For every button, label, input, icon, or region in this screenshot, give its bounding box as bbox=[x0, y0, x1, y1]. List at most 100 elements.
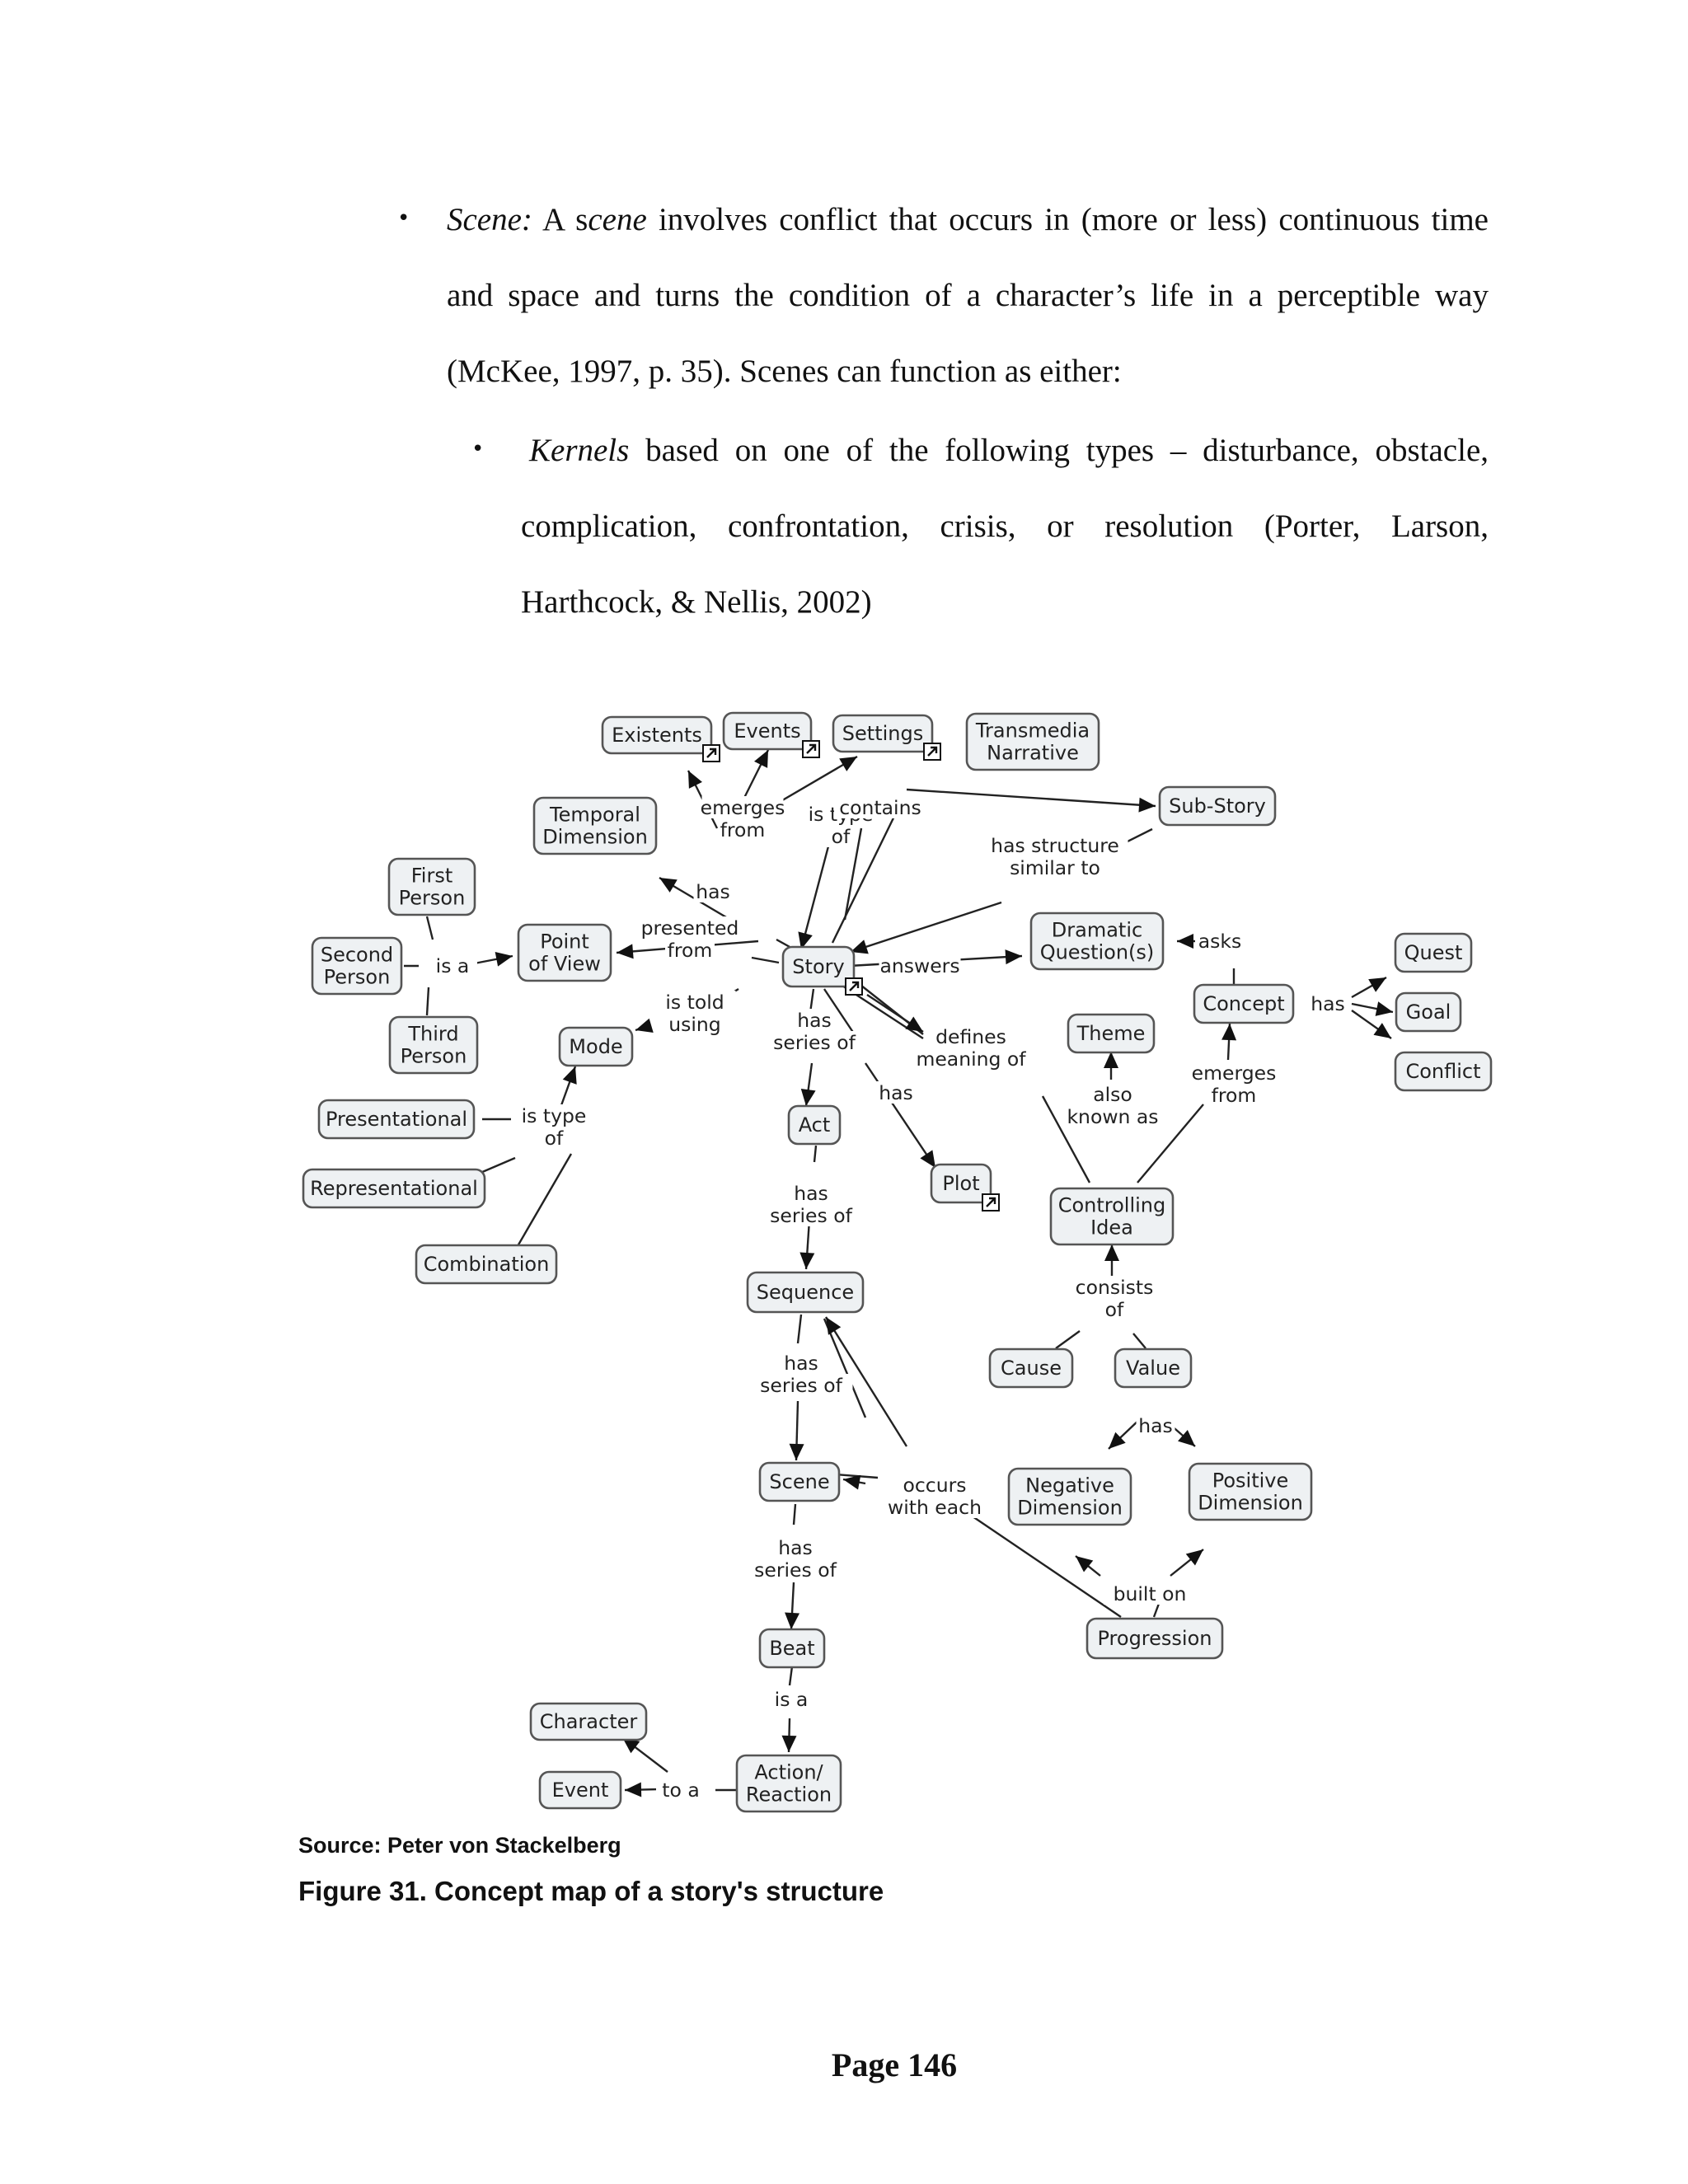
svg-text:Concept: Concept bbox=[1203, 992, 1284, 1015]
link-label-has-value: has bbox=[1136, 1414, 1175, 1437]
arrowhead bbox=[1109, 1432, 1126, 1449]
svg-text:Dimension: Dimension bbox=[1017, 1497, 1123, 1520]
svg-text:series of: series of bbox=[773, 1031, 856, 1054]
connector-line bbox=[972, 1516, 1122, 1618]
svg-text:Temporal: Temporal bbox=[549, 804, 640, 827]
svg-text:Dimension: Dimension bbox=[1198, 1492, 1303, 1515]
svg-text:Cause: Cause bbox=[1001, 1357, 1062, 1380]
svg-text:is type: is type bbox=[522, 1104, 587, 1127]
kernels-line-1: Kernels based on one of the following ty… bbox=[529, 432, 1489, 469]
concept-node-goal: Goal bbox=[1395, 991, 1462, 1033]
arrowhead bbox=[659, 878, 678, 893]
arrowhead bbox=[1375, 1001, 1393, 1016]
svg-text:Scene: Scene bbox=[769, 1470, 829, 1493]
linked-resource-icon bbox=[923, 743, 941, 761]
concept-node-substory: Sub-Story bbox=[1158, 785, 1277, 827]
svg-text:is a: is a bbox=[775, 1688, 809, 1711]
svg-text:Third: Third bbox=[407, 1023, 458, 1046]
scene-term: Scene: bbox=[447, 202, 532, 237]
arrowhead bbox=[1221, 1024, 1237, 1041]
connector-line bbox=[865, 1062, 936, 1169]
link-label-has-concept: has bbox=[1308, 992, 1348, 1015]
arrowhead bbox=[1104, 1052, 1118, 1068]
arrowhead bbox=[799, 1252, 815, 1269]
concept-node-value: Value bbox=[1114, 1347, 1193, 1389]
link-label-to-a: to a bbox=[656, 1779, 706, 1802]
connector-line bbox=[813, 1145, 818, 1163]
svg-text:Question(s): Question(s) bbox=[1040, 941, 1155, 964]
connector-line bbox=[906, 788, 1156, 808]
concept-node-progression: Progression bbox=[1085, 1617, 1224, 1660]
svg-text:has: has bbox=[1138, 1414, 1173, 1437]
svg-text:using: using bbox=[668, 1013, 720, 1036]
svg-text:similar to: similar to bbox=[1010, 856, 1100, 879]
svg-text:Character: Character bbox=[540, 1710, 638, 1733]
kernels-line-2: complication, confrontation, crisis, or … bbox=[521, 509, 1489, 544]
svg-text:Beat: Beat bbox=[769, 1637, 814, 1660]
svg-text:of: of bbox=[832, 825, 851, 848]
svg-text:has: has bbox=[879, 1081, 913, 1104]
svg-text:also: also bbox=[1093, 1083, 1132, 1106]
svg-text:has: has bbox=[784, 1352, 818, 1375]
arrowhead bbox=[1373, 1023, 1391, 1038]
svg-text:with each: with each bbox=[888, 1496, 982, 1519]
connector-line bbox=[788, 1666, 794, 1686]
svg-text:Representational: Representational bbox=[310, 1177, 478, 1200]
concept-node-scene: Scene bbox=[758, 1461, 841, 1502]
arrowhead bbox=[625, 1782, 642, 1797]
link-label-answers: answers bbox=[879, 954, 961, 977]
link-label-is-a-pov: is a bbox=[428, 954, 477, 977]
svg-text:consists: consists bbox=[1076, 1276, 1154, 1299]
svg-text:Positive: Positive bbox=[1212, 1469, 1289, 1493]
arrowhead bbox=[688, 771, 702, 789]
svg-text:Action/: Action/ bbox=[754, 1761, 823, 1784]
connector-line bbox=[751, 956, 780, 964]
svg-text:Progression: Progression bbox=[1098, 1627, 1212, 1650]
arrowhead bbox=[843, 1474, 861, 1490]
connector-line bbox=[425, 916, 434, 940]
connector-line bbox=[1132, 1333, 1146, 1349]
concept-node-story: Story bbox=[781, 945, 856, 988]
connector-line bbox=[1137, 1104, 1204, 1183]
scene-line-1-emphasis: cene bbox=[588, 202, 647, 237]
svg-text:defines: defines bbox=[935, 1025, 1006, 1048]
svg-text:from: from bbox=[1212, 1084, 1257, 1107]
connector-line bbox=[799, 830, 834, 950]
connector-line bbox=[1055, 1330, 1081, 1349]
concept-node-presentational: Presentational bbox=[317, 1099, 476, 1140]
svg-text:Act: Act bbox=[799, 1113, 831, 1137]
svg-text:Person: Person bbox=[401, 1045, 467, 1068]
arrowhead bbox=[798, 931, 813, 949]
concept-node-theme: Theme bbox=[1067, 1013, 1156, 1054]
svg-text:of: of bbox=[545, 1127, 564, 1150]
concept-node-representational: Representational bbox=[302, 1168, 486, 1209]
svg-text:built on: built on bbox=[1114, 1582, 1187, 1605]
svg-text:has: has bbox=[1311, 992, 1345, 1015]
svg-text:Event: Event bbox=[552, 1779, 609, 1802]
connector-line bbox=[516, 1153, 573, 1247]
concept-node-events: Events bbox=[722, 711, 813, 751]
arrowhead bbox=[635, 1018, 654, 1033]
arrowhead bbox=[754, 750, 768, 768]
svg-text:Sub-Story: Sub-Story bbox=[1169, 794, 1266, 818]
svg-text:Mode: Mode bbox=[569, 1035, 622, 1058]
bullet-scene: • bbox=[397, 206, 410, 231]
arrowhead bbox=[781, 1735, 797, 1752]
arrowhead bbox=[839, 757, 857, 771]
arrowhead bbox=[1368, 977, 1386, 992]
concept-node-combination: Combination bbox=[415, 1244, 558, 1285]
concept-node-act: Act bbox=[787, 1104, 842, 1146]
kernels-line-1-text: based on one of the following types – di… bbox=[629, 433, 1489, 468]
